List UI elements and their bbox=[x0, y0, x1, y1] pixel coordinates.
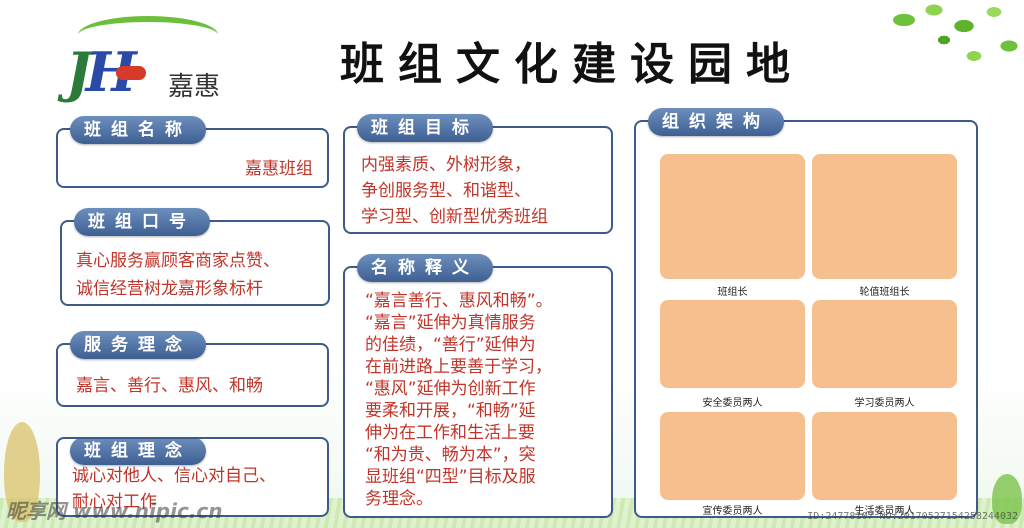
goal-line: 学习型、创新型优秀班组 bbox=[361, 207, 548, 227]
org-photo-box bbox=[812, 154, 957, 279]
panel-team-slogan: 班组口号 真心服务赢顾客商家点赞、 诚信经营树龙嘉形象标杆 bbox=[60, 208, 330, 306]
meaning-line: “嘉言善行、惠风和畅”。 bbox=[365, 291, 553, 311]
meaning-line: 要柔和开展，“和畅”延 bbox=[365, 401, 536, 421]
logo-swoosh-icon bbox=[78, 16, 218, 54]
meaning-line: 在前进路上要善于学习， bbox=[365, 357, 552, 377]
logo: JH 嘉惠 bbox=[58, 14, 258, 104]
panel-label: 服务理念 bbox=[70, 331, 206, 359]
slogan-line: 诚信经营树龙嘉形象标杆 bbox=[76, 279, 263, 299]
leaf-decoration-top-right bbox=[864, 0, 1024, 80]
watermark-right: ID:24778107 NO:20170527154258244032 bbox=[807, 511, 1018, 522]
org-photo-box bbox=[660, 154, 805, 279]
org-role-label: 安全委员两人 bbox=[702, 398, 763, 409]
org-photo-box bbox=[660, 300, 805, 388]
panel-label: 班组目标 bbox=[357, 114, 493, 142]
org-role-label: 轮值班组长 bbox=[859, 287, 910, 298]
meaning-line: “嘉言”延伸为真情服务 bbox=[365, 313, 536, 333]
slogan-line: 真心服务赢顾客商家点赞、 bbox=[76, 251, 280, 271]
goal-line: 争创服务型、和谐型、 bbox=[361, 181, 531, 201]
leaf-decoration-bottom-left bbox=[4, 422, 40, 522]
meaning-line: “惠风”延伸为创新工作 bbox=[365, 379, 536, 399]
panel-label: 班组理念 bbox=[70, 439, 206, 465]
service-concept-text: 嘉言、善行、惠风、和畅 bbox=[76, 376, 263, 396]
panel-team-goal: 班组目标 内强素质、外树形象， 争创服务型、和谐型、 学习型、创新型优秀班组 bbox=[343, 114, 613, 234]
panel-label: 班组口号 bbox=[74, 208, 210, 236]
logo-name: 嘉惠 bbox=[168, 72, 221, 102]
panel-team-concept: 班组理念 诚心对他人、信心对自己、 耐心对工作 bbox=[56, 437, 329, 517]
panel-label: 班组名称 bbox=[70, 116, 206, 144]
panel-service-concept: 服务理念 嘉言、善行、惠风、和畅 bbox=[56, 331, 329, 407]
panel-name-meaning: 名称释义 “嘉言善行、惠风和畅”。 “嘉言”延伸为真情服务 的佳绩，“善行”延伸… bbox=[343, 254, 613, 518]
meaning-line: 的佳绩，“善行”延伸为 bbox=[365, 335, 536, 355]
watermark-left: 昵享网 www.nipic.cn bbox=[6, 499, 223, 523]
team-concept-line: 诚心对他人、信心对自己、 bbox=[72, 466, 276, 486]
panel-org-chart: 组织架构 班组长 轮值班组长 安全委员两人 学习委员两人 宣传委员两人 生活委员… bbox=[634, 108, 978, 518]
meaning-line: “和为贵、畅为本”，突 bbox=[365, 445, 536, 465]
leaf-decoration-bottom-right bbox=[992, 474, 1022, 524]
page-title: 班组文化建设园地 bbox=[340, 39, 804, 90]
org-role-label: 生活委员两人 bbox=[854, 506, 915, 517]
handshake-icon bbox=[116, 66, 146, 80]
org-role-label: 班组长 bbox=[717, 287, 748, 298]
panel-label: 组织架构 bbox=[648, 108, 784, 136]
org-photo-box bbox=[660, 412, 805, 500]
meaning-line: 伸为在工作和生活上要 bbox=[365, 423, 535, 443]
org-photo-box bbox=[812, 412, 957, 500]
panel-label: 名称释义 bbox=[357, 254, 493, 282]
panel-team-name: 班组名称 嘉惠班组 bbox=[56, 116, 329, 188]
team-name-text: 嘉惠班组 bbox=[245, 159, 313, 179]
org-role-label: 宣传委员两人 bbox=[702, 506, 763, 517]
goal-line: 内强素质、外树形象， bbox=[361, 155, 531, 175]
meaning-line: 显班组“四型”目标及服 bbox=[365, 467, 536, 487]
org-photo-box bbox=[812, 300, 957, 388]
org-role-label: 学习委员两人 bbox=[854, 398, 915, 409]
team-concept-line: 耐心对工作 bbox=[72, 492, 157, 512]
meaning-line: 务理念。 bbox=[365, 489, 433, 509]
